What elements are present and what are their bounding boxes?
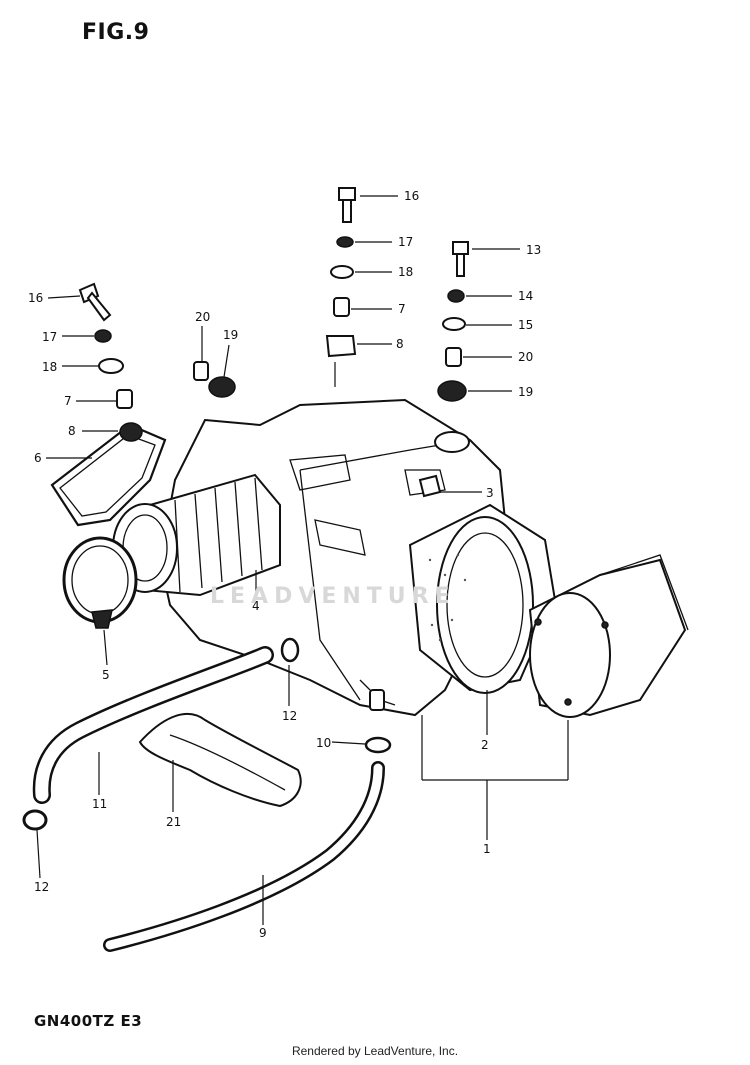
breather-hose — [103, 761, 385, 952]
washer-right — [442, 317, 466, 331]
callout-19-mid: 19 — [223, 328, 238, 342]
hose-clamp-upper — [280, 637, 300, 663]
bolt-left — [78, 282, 112, 322]
callout-12-upper: 12 — [282, 709, 297, 723]
lock-washer-top — [336, 236, 354, 248]
clip — [418, 474, 442, 498]
callout-5: 5 — [102, 668, 110, 682]
leader-lines — [36, 195, 569, 925]
callout-20-right: 20 — [518, 350, 533, 364]
callout-18-left: 18 — [42, 360, 57, 374]
callout-17-top: 17 — [398, 235, 413, 249]
callout-12-lower: 12 — [34, 880, 49, 894]
collar-right — [445, 347, 462, 367]
collar-top — [333, 297, 350, 317]
callout-21: 21 — [166, 815, 181, 829]
clamp — [62, 536, 138, 629]
callout-2: 2 — [481, 738, 489, 752]
callout-19-right: 19 — [518, 385, 533, 399]
callout-14: 14 — [518, 289, 533, 303]
drain-hose — [32, 646, 274, 804]
callout-8-left: 8 — [68, 424, 76, 438]
air-filter-element — [408, 503, 557, 694]
grommet-right — [437, 380, 467, 402]
callout-8-top: 8 — [396, 337, 404, 351]
collar-left — [116, 389, 133, 409]
callout-6: 6 — [34, 451, 42, 465]
callout-7-left: 7 — [64, 394, 72, 408]
hose-clip — [364, 736, 392, 754]
callout-7-top: 7 — [398, 302, 406, 316]
callout-16-top: 16 — [404, 189, 419, 203]
callout-10: 10 — [316, 736, 331, 750]
render-credit: Rendered by LeadVenture, Inc. — [291, 1044, 459, 1058]
callout-11: 11 — [92, 797, 107, 811]
cleaner-cap — [528, 554, 689, 718]
washer-left — [98, 358, 124, 374]
tool-bag — [138, 712, 302, 808]
lock-washer-left — [94, 329, 112, 343]
callout-9: 9 — [259, 926, 267, 940]
callout-20-mid: 20 — [195, 310, 210, 324]
bolt-right — [452, 241, 469, 277]
collar-mid — [193, 361, 209, 381]
washer-top — [330, 265, 354, 279]
callout-3: 3 — [486, 486, 494, 500]
callout-4: 4 — [252, 599, 260, 613]
callout-13: 13 — [526, 243, 541, 257]
figure-title: FIG.9 — [82, 20, 150, 45]
callout-17-left: 17 — [42, 330, 57, 344]
callouts: 16 17 18 7 8 13 14 15 20 19 16 17 18 7 8… — [28, 189, 541, 940]
grommet-mid — [208, 376, 236, 398]
callout-15: 15 — [518, 318, 533, 332]
callout-16-left: 16 — [28, 291, 43, 305]
grommet-left — [119, 422, 143, 442]
hose-clamp-lower — [22, 809, 48, 831]
callout-1: 1 — [483, 842, 491, 856]
callout-18-top: 18 — [398, 265, 413, 279]
grommet-top — [325, 335, 357, 358]
model-code: GN400TZ E3 — [34, 1012, 143, 1030]
watermark: LEADVENTURE — [210, 584, 456, 609]
bolt-top — [338, 187, 356, 223]
lock-washer-right — [447, 289, 465, 303]
